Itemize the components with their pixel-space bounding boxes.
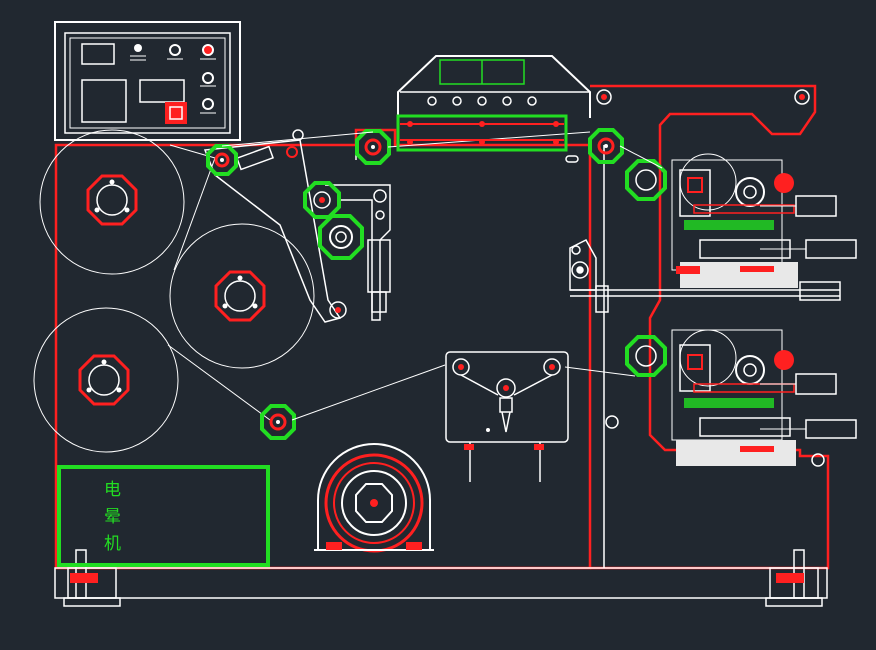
die-cut-station-upper bbox=[671, 153, 857, 301]
control-panel bbox=[54, 21, 241, 141]
cabinet-label-char: 机 bbox=[104, 534, 121, 554]
unwind-rolls bbox=[33, 129, 315, 453]
paper-roll bbox=[33, 307, 179, 453]
guide-box bbox=[445, 351, 569, 482]
paper-roll bbox=[169, 223, 315, 369]
indicator-lamp-icon bbox=[134, 44, 142, 52]
die-cut-station-lower bbox=[671, 329, 857, 466]
panel-switch-icon bbox=[202, 98, 214, 110]
emergency-stop-icon bbox=[202, 44, 214, 56]
paper-roll bbox=[39, 129, 185, 275]
machine-frame bbox=[54, 84, 830, 599]
print-unit bbox=[396, 55, 591, 163]
roll-chucks bbox=[78, 174, 266, 406]
panel-red-key bbox=[165, 102, 187, 124]
dancer-arm bbox=[203, 129, 347, 323]
panel-knob-icon bbox=[169, 44, 181, 56]
cabinet-label-char: 晕 bbox=[104, 507, 121, 527]
cabinet-label-char: 电 bbox=[104, 480, 121, 500]
panel-display-large bbox=[81, 79, 127, 123]
cylinder-assembly bbox=[325, 145, 391, 321]
panel-display-small bbox=[81, 43, 115, 65]
machine-foot-right bbox=[765, 549, 823, 607]
panel-display-mid bbox=[139, 79, 185, 103]
rewind-drum bbox=[314, 443, 434, 553]
guide-rollers bbox=[206, 128, 667, 440]
corona-treater-cabinet: 电 晕 机 bbox=[57, 465, 270, 567]
pivot-bracket bbox=[569, 89, 840, 467]
panel-switch-icon bbox=[202, 72, 214, 84]
machine-foot-left bbox=[63, 549, 121, 607]
